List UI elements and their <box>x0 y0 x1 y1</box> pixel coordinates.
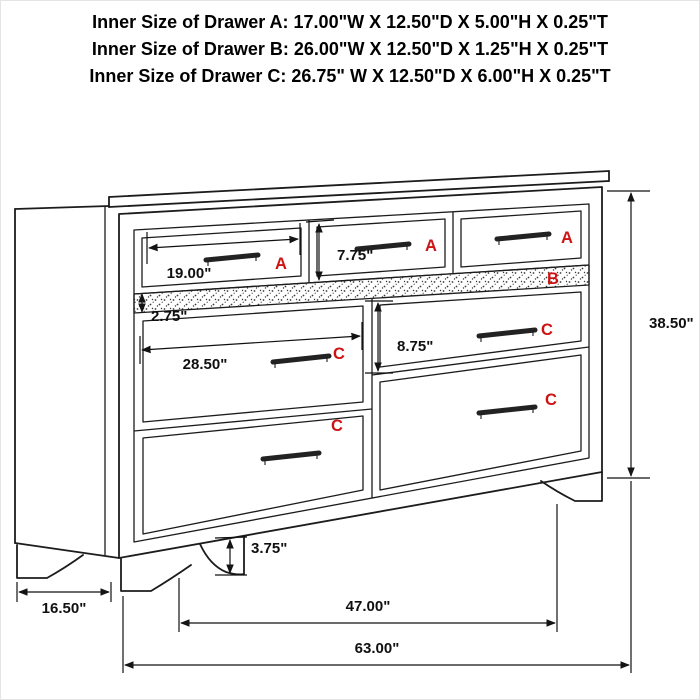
dim-overall-width: 63.00" <box>355 640 400 657</box>
front-right-foot <box>540 471 603 502</box>
drawer-b-label: B <box>547 270 559 288</box>
side-bottom-edge <box>14 542 120 559</box>
header-line-a: Inner Size of Drawer A: 17.00"W X 12.50"… <box>92 12 608 32</box>
dimension-extension-line <box>214 536 248 539</box>
dim-drawer-c-width: 28.50" <box>183 356 228 373</box>
dim-drawer-a-height-group: 7.75" <box>305 219 373 281</box>
dresser-body <box>14 170 610 592</box>
drawer-b-speckled-face <box>133 264 590 314</box>
dimension-annotations: 19.00" 7.75" 2.75" 28.50" 8 <box>16 190 694 673</box>
dim-drawer-a-height: 7.75" <box>337 247 373 264</box>
drawer-c-bottom-left-handle <box>260 450 322 465</box>
dim-depth-group: 16.50" <box>16 582 112 617</box>
side-panel <box>14 205 120 559</box>
dim-drawer-c-height: 8.75" <box>397 338 433 355</box>
drawer-c-top-left-face <box>142 305 364 423</box>
drawer-a2-handle <box>354 241 412 255</box>
drawer-a1-label: A <box>275 255 287 273</box>
side-top-edge <box>14 205 110 210</box>
drawer-c-bottom-right-label: C <box>545 391 557 409</box>
drawer-b-strip <box>133 264 590 314</box>
top-board <box>108 170 610 208</box>
top-board-lower-edge <box>108 180 610 208</box>
drawer-rows-c <box>133 291 590 535</box>
drawer-c-top-left-label: C <box>333 345 345 363</box>
c-left-mid-line <box>133 408 373 432</box>
dim-overall-width-group: 63.00" <box>122 481 632 673</box>
drawer-a2-label: A <box>425 237 437 255</box>
dimension-arrow <box>141 332 361 354</box>
dim-drawer-c-width-group: 28.50" <box>139 322 363 373</box>
dimension-arrow <box>148 235 299 252</box>
front-inner-frame <box>133 203 590 543</box>
dim-depth: 16.50" <box>42 600 87 617</box>
drawer-c-bottom-left-label: C <box>331 417 343 435</box>
dim-drawer-a-width-group: 19.00" <box>146 223 301 282</box>
drawer-a3-face <box>460 210 582 268</box>
center-foot <box>199 535 245 576</box>
dim-feet-span-group: 47.00" <box>178 504 558 632</box>
drawer-c-bottom-right-handle <box>476 404 538 419</box>
top-board-upper-edge <box>108 170 610 198</box>
drawer-a3-label: A <box>561 229 573 247</box>
dim-overall-height-group: 38.50" <box>607 190 694 479</box>
drawer-c-top-right-handle <box>476 327 538 342</box>
drawer-c-top-right-label: C <box>541 321 553 339</box>
drawer-a1-handle <box>203 252 261 266</box>
header-line-b: Inner Size of Drawer B: 26.00"W X 12.50"… <box>91 39 609 59</box>
drawer-c-bottom-right-face <box>379 354 582 491</box>
dim-drawer-c-height-group: 8.75" <box>365 300 433 374</box>
dim-overall-height: 38.50" <box>649 315 694 332</box>
feet <box>16 471 603 592</box>
drawer-size-header: Inner Size of Drawer A: 17.00"W X 12.50"… <box>1 9 699 90</box>
front-left-foot <box>120 558 192 592</box>
dim-feet-span: 47.00" <box>346 598 391 615</box>
back-left-foot <box>16 544 84 579</box>
dim-drawer-b-height: 2.75" <box>151 308 187 325</box>
dim-foot-height-group: 3.75" <box>214 536 287 576</box>
dim-drawer-b-height-group: 2.75" <box>138 293 187 325</box>
drawer-a3-handle <box>494 231 552 245</box>
dimension-extension-line <box>305 219 335 223</box>
drawer-c-top-left-handle <box>270 353 332 368</box>
dim-foot-height: 3.75" <box>251 540 287 557</box>
drawer-a1-face <box>141 227 302 288</box>
drawer-letter-labels: A A A B C C C C <box>275 229 573 435</box>
dim-drawer-a-width: 19.00" <box>167 265 212 282</box>
c-right-mid-line <box>371 346 590 376</box>
drawer-c-bottom-left-face <box>142 415 364 535</box>
header-line-c: Inner Size of Drawer C: 26.75" W X 12.50… <box>89 66 611 86</box>
